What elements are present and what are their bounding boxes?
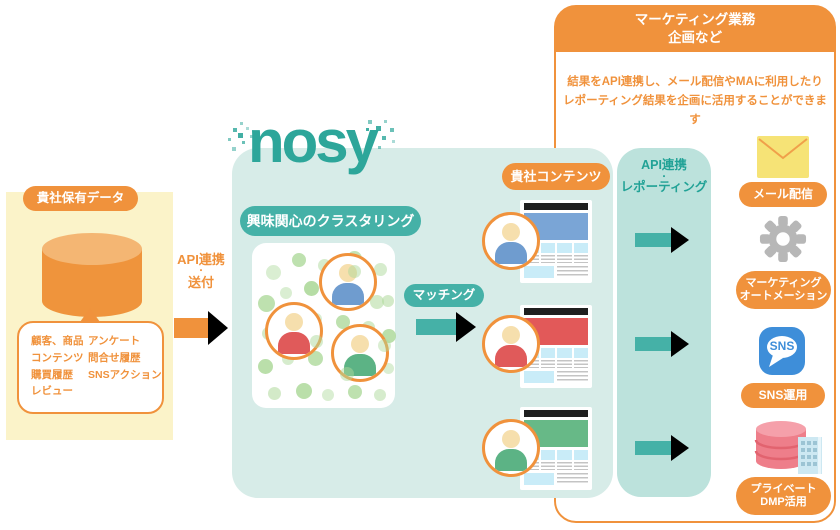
badge-line: プライベート (750, 482, 817, 495)
database-icon (42, 233, 142, 317)
badge-line: マーケティング (745, 276, 822, 289)
page-navbar (524, 203, 588, 210)
marketing-automation-badge: マーケティング オートメーション (736, 271, 831, 309)
data-type: レビュー (31, 385, 73, 398)
gear-icon (759, 215, 807, 263)
speech-bubble-pointer (80, 308, 100, 322)
avatar-body (495, 345, 527, 367)
page-navbar (524, 308, 588, 315)
avatar-head (502, 326, 520, 344)
mail-delivery-badge: メール配信 (739, 182, 827, 207)
data-type: 購買履歴 (31, 368, 73, 381)
mail-icon (757, 136, 809, 178)
input-arrow-label: API連携 ・ 送付 (172, 252, 230, 291)
marketing-description-line: レポーティング結果を企画に活用することができます (563, 94, 827, 126)
page-footer (524, 371, 588, 383)
marketing-description: 結果をAPI連携し、メール配信やMAに利用したり レポーティング結果を企画に活用… (560, 73, 830, 130)
avatar-head (502, 430, 520, 448)
user-avatar-blue (482, 212, 540, 270)
input-arrow-label-line: API連携 (177, 252, 225, 267)
api-column-label-line: API連携 (641, 158, 687, 172)
marketing-header-line: 企画など (668, 30, 722, 45)
page-navbar (524, 410, 588, 417)
matching-badge: マッチング (404, 284, 484, 307)
data-types-bubble (17, 321, 164, 414)
data-type: 顧客、商品 (31, 335, 84, 347)
input-arrow-icon (174, 311, 228, 345)
input-arrow-label-dot: ・ (197, 266, 205, 276)
data-types-column-1: 顧客、商品 コンテンツ 購買履歴 レビュー (31, 333, 84, 400)
avatar-head (351, 335, 369, 353)
sns-icon: SNS (759, 327, 805, 377)
avatar-body (332, 283, 364, 305)
data-type: 問合せ履歴 (88, 351, 141, 364)
user-avatar-green (331, 324, 389, 382)
badge-line: DMP活用 (760, 496, 807, 508)
avatar-body (495, 449, 527, 471)
api-column-label-line: レポーティング (620, 180, 708, 195)
page-footer (524, 266, 588, 278)
private-dmp-badge: プライベート DMP活用 (736, 477, 831, 515)
data-types-column-2: アンケート 問合せ履歴 SNSアクション (88, 333, 162, 383)
nosy-logo: nosy (248, 108, 379, 175)
data-type: アンケート (88, 335, 141, 347)
avatar-body (495, 242, 527, 264)
marketing-panel-header: マーケティング業務 企画など (555, 6, 835, 52)
badge-line: オートメーション (739, 290, 828, 302)
api-arrow-icon (635, 435, 689, 461)
page-footer (524, 473, 588, 485)
avatar-head (502, 223, 520, 241)
avatar-head (285, 313, 303, 331)
api-arrow-icon (635, 331, 689, 357)
matching-arrow-icon (416, 312, 476, 342)
database-building-icon (754, 421, 822, 474)
api-column-label-dot: ・ (660, 171, 668, 181)
api-reporting-column (617, 148, 711, 497)
avatar-body (278, 332, 310, 354)
input-arrow-label-line: 送付 (187, 274, 214, 290)
marketing-description-line: 結果をAPI連携し、メール配信やMAに利用したり (567, 76, 823, 88)
company-content-badge: 貴社コンテンツ (502, 163, 610, 190)
company-data-badge: 貴社保有データ (23, 186, 138, 211)
user-avatar-blue (319, 253, 377, 311)
api-arrow-icon (635, 227, 689, 253)
api-column-label: API連携 ・ レポーティング (617, 158, 711, 196)
data-type: SNSアクション (88, 368, 162, 381)
user-avatar-red (265, 302, 323, 360)
marketing-header-line: マーケティング業務 (634, 12, 756, 28)
clustering-badge: 興味関心のクラスタリング (240, 206, 421, 236)
data-type: コンテンツ (31, 351, 84, 364)
sns-icon-text: SNS (769, 339, 795, 353)
sns-operation-badge: SNS運用 (741, 383, 825, 408)
user-avatar-green (482, 419, 540, 477)
user-avatar-red (482, 315, 540, 373)
